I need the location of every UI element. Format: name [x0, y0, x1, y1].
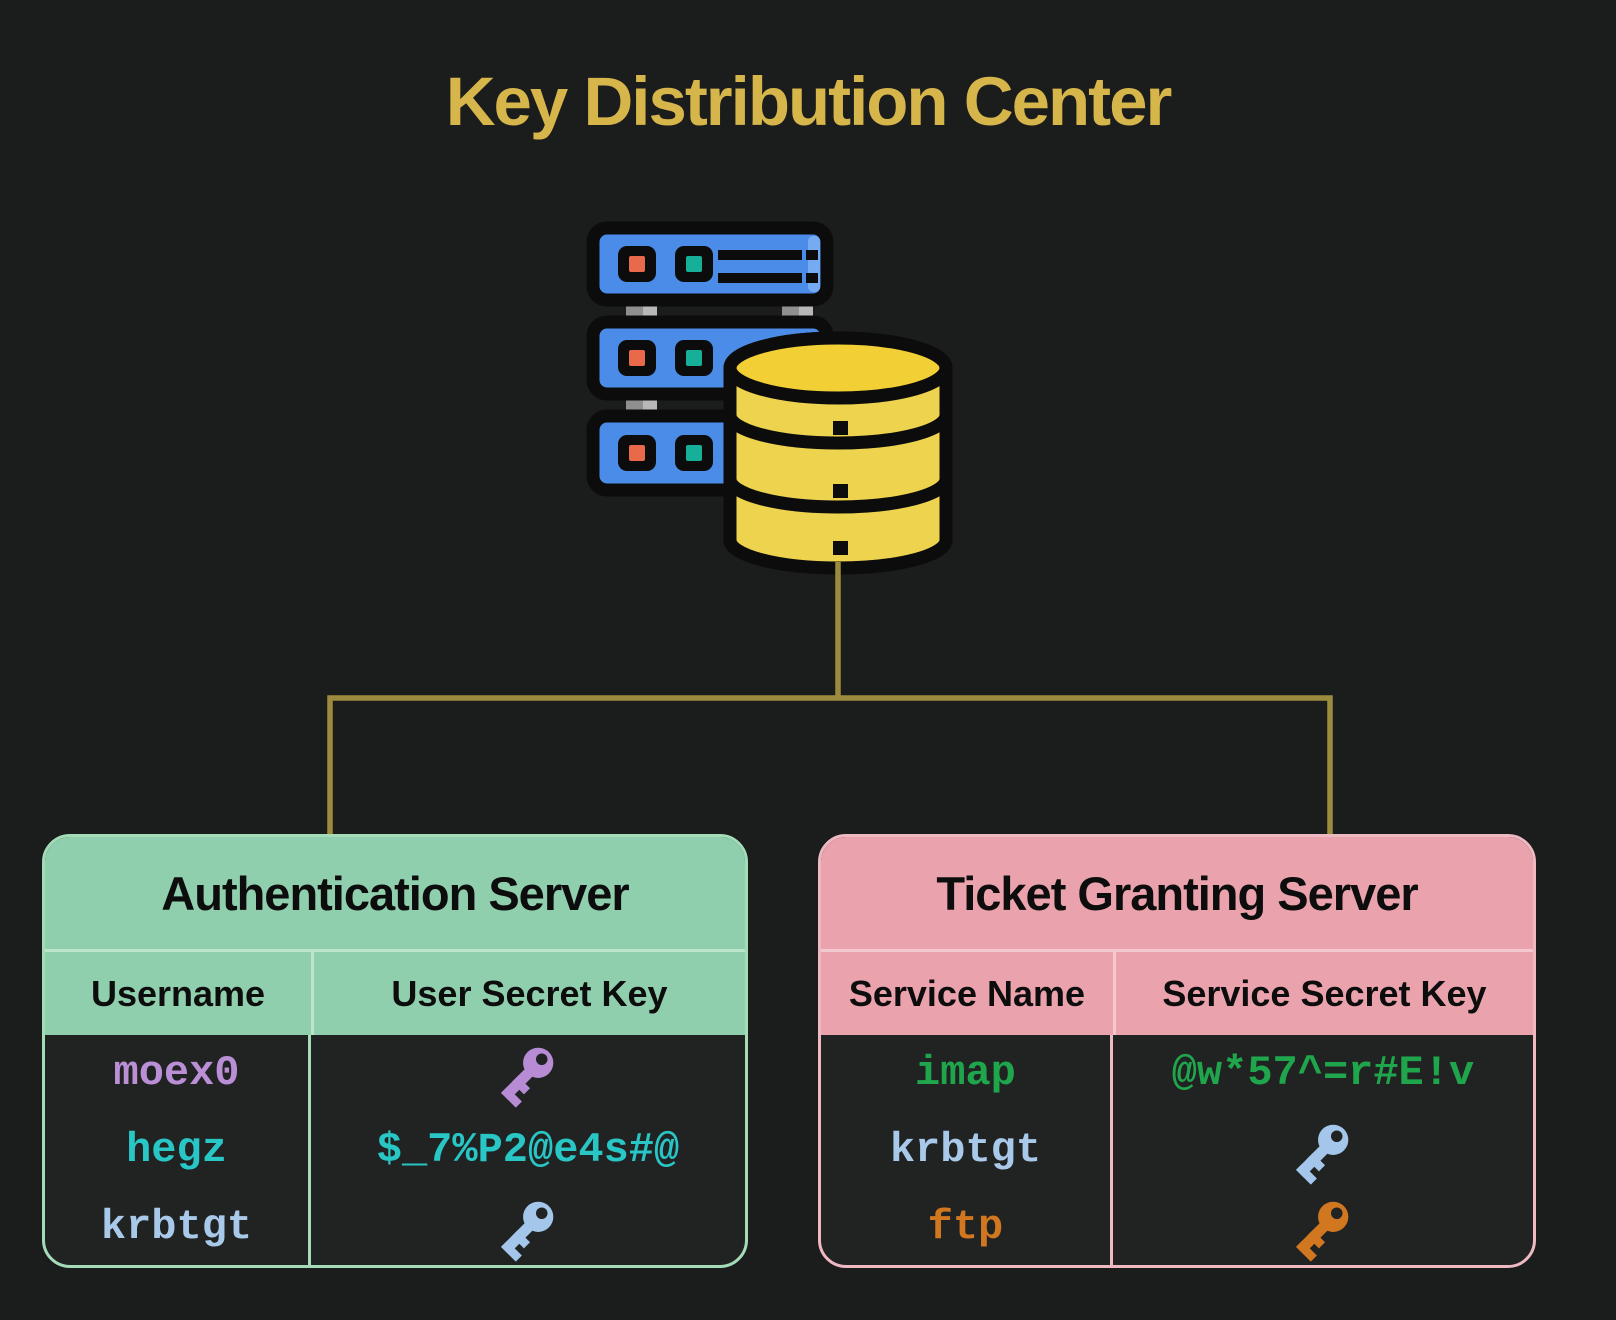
tgs-row-service: imap — [821, 1035, 1113, 1112]
tgs-row-secret: @w*57^=r#E!v — [1171, 1049, 1475, 1098]
led-teal — [686, 256, 702, 272]
auth-row-secret — [311, 1035, 745, 1112]
column-header-username: Username — [90, 972, 266, 1014]
tgs-server-title: Ticket Granting Server — [821, 837, 1533, 949]
column-header-user-secret-key: User Secret Key — [311, 952, 745, 1035]
database-cylinder — [723, 331, 953, 575]
auth-row-username: moex0 — [45, 1035, 311, 1112]
auth-row-secret — [311, 1188, 745, 1265]
ticket-granting-server-card: Ticket Granting Server Service Name Serv… — [818, 834, 1536, 1268]
key-icon — [1295, 1124, 1349, 1185]
tgs-row-service: ftp — [821, 1188, 1113, 1265]
column-header-service-name: Service Name — [848, 972, 1086, 1014]
led-red — [629, 256, 645, 272]
key-icon — [501, 1201, 554, 1262]
authentication-server-card: Authentication Server Username User Secr… — [42, 834, 748, 1268]
tgs-row-secret — [1113, 1112, 1533, 1189]
auth-row-username: krbtgt — [45, 1188, 311, 1265]
key-icon — [1295, 1201, 1349, 1262]
database-server-icon — [586, 221, 953, 575]
tgs-row-service: krbtgt — [821, 1111, 1113, 1189]
auth-server-title: Authentication Server — [45, 837, 745, 949]
column-header-service-secret-key: Service Secret Key — [1112, 952, 1533, 1035]
auth-row-username: hegz — [45, 1111, 311, 1189]
tgs-row-secret — [1113, 1188, 1533, 1265]
key-icon — [501, 1048, 554, 1108]
auth-row-secret: $_7%P2@e4s#@ — [376, 1125, 680, 1174]
page-title: Key Distribution Center — [445, 63, 1173, 140]
